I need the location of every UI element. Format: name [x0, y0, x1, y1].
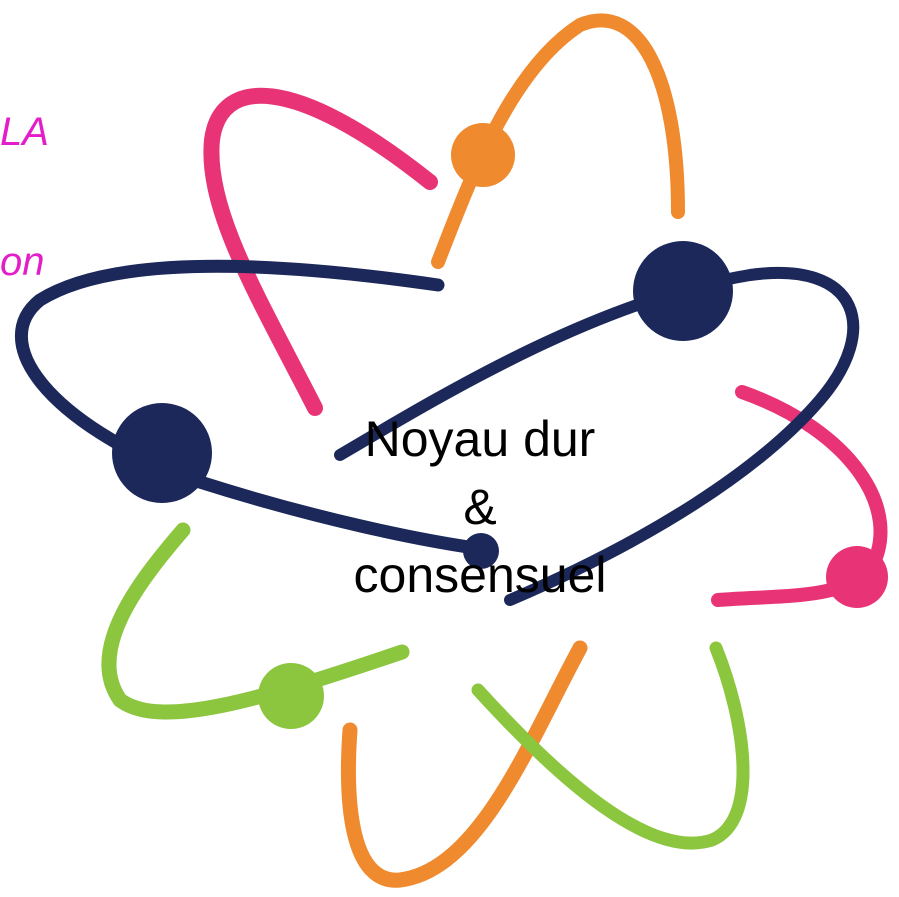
navy-electron-large-right: [633, 241, 733, 341]
pink-electron: [826, 546, 888, 608]
pink-orbit-upper: [211, 96, 430, 408]
side-text-on: on: [0, 242, 45, 282]
green-orbit-right: [478, 648, 743, 843]
green-electron: [258, 663, 324, 729]
orange-electron: [451, 123, 515, 187]
side-text-la: LA: [0, 112, 49, 152]
navy-electron-large-left: [112, 403, 212, 503]
center-caption: Noyau dur & consensuel: [290, 405, 670, 609]
caption-line-2: &: [290, 473, 670, 541]
caption-line-1: Noyau dur: [290, 405, 670, 473]
caption-line-3: consensuel: [290, 541, 670, 609]
